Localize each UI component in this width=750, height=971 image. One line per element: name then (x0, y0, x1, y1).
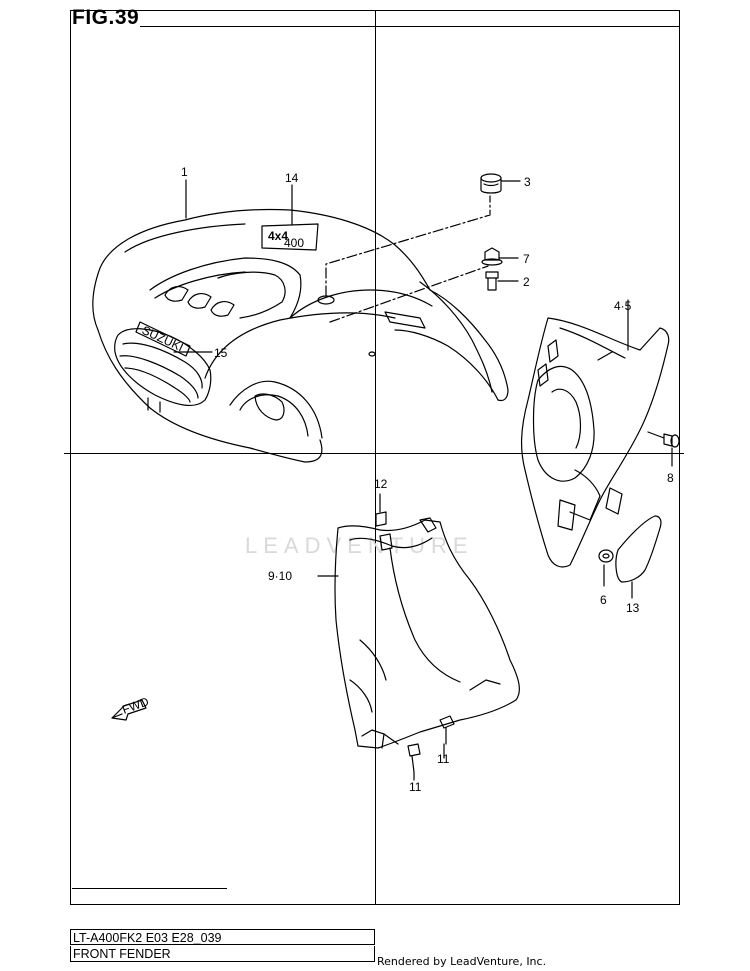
front-fender-part[interactable]: SUZUKI 4x4 400 (92, 195, 509, 463)
label-part-1: 1 (181, 165, 188, 179)
label-part-4-5: 4·5 (614, 299, 632, 313)
screw-part-8[interactable] (647, 431, 680, 467)
part-labels: 1 14 3 7 2 4·5 15 8 12 9·10 6 13 11 11 (181, 165, 674, 794)
figure-title: FIG.39 (72, 6, 140, 29)
bolt-part-11-b[interactable] (407, 743, 421, 781)
label-part-13: 13 (626, 601, 640, 615)
leader-lines (173, 179, 629, 353)
bolt-part[interactable] (485, 271, 519, 291)
label-part-2: 2 (523, 275, 530, 289)
notes-rule (72, 888, 227, 889)
right-side-panel-part[interactable] (520, 311, 670, 568)
cover-plate-part[interactable] (615, 515, 662, 599)
bolt-part-11-a[interactable] (439, 715, 455, 759)
rendered-by-credit: Rendered by LeadVenture, Inc. (377, 955, 547, 968)
nut-part[interactable] (481, 247, 519, 266)
label-part-8: 8 (667, 471, 674, 485)
4x4-badge-sub: 400 (284, 236, 304, 250)
suzuki-emblem: SUZUKI (140, 323, 186, 354)
label-part-7: 7 (523, 252, 530, 266)
horizontal-crosshair (64, 453, 684, 454)
label-part-15: 15 (214, 346, 228, 360)
label-part-11-b: 11 (409, 780, 422, 794)
cushion-part[interactable] (598, 549, 614, 587)
label-part-12: 12 (374, 477, 388, 491)
section-name-box: FRONT FENDER (70, 946, 375, 962)
fwd-label: FWD (120, 694, 151, 717)
watermark: LEADVENTURE (245, 533, 474, 558)
clip-part[interactable] (375, 493, 387, 527)
vertical-crosshair (375, 10, 376, 905)
label-part-9-10: 9·10 (268, 569, 292, 583)
label-part-14: 14 (285, 171, 299, 185)
grommet-part[interactable] (480, 173, 521, 194)
label-part-11-a: 11 (437, 752, 450, 766)
model-code-box: LT-A400FK2 E03 E28_039 (70, 929, 375, 945)
4x4-badge: 4x4 (268, 229, 288, 243)
inner-fender-part[interactable] (317, 517, 520, 749)
forward-direction-arrow: FWD (111, 694, 151, 721)
label-part-3: 3 (524, 175, 531, 189)
label-part-6: 6 (600, 593, 607, 607)
title-rule (140, 26, 680, 27)
